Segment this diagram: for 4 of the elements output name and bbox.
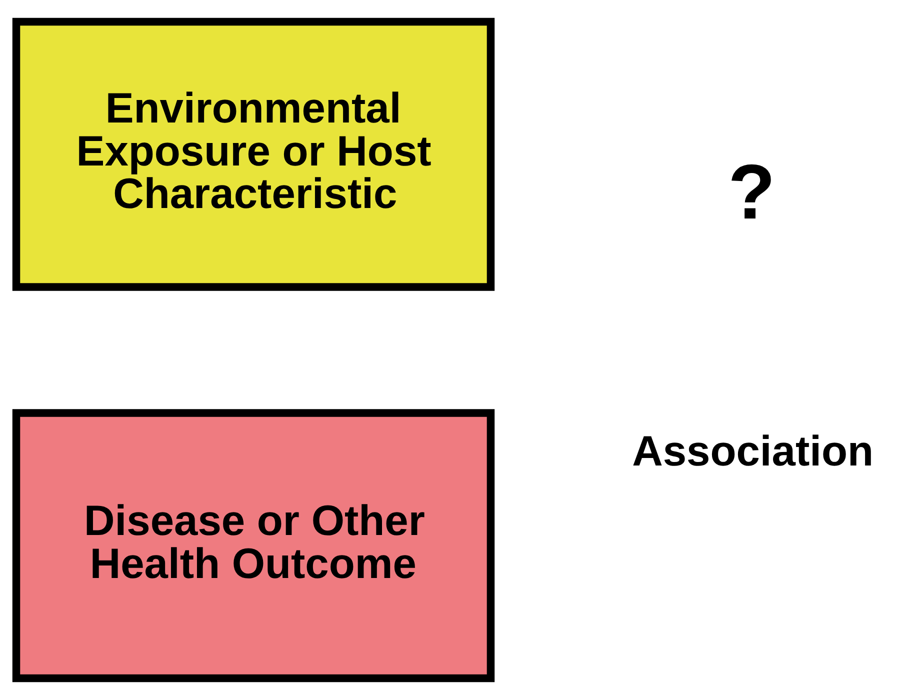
- label: Association: [632, 426, 874, 475]
- label: ?: [728, 148, 776, 235]
- node-box: Environmental Exposure or Host Characteristic: [12, 17, 495, 290]
- node-box: Disease or Other Health Outcome: [12, 408, 495, 682]
